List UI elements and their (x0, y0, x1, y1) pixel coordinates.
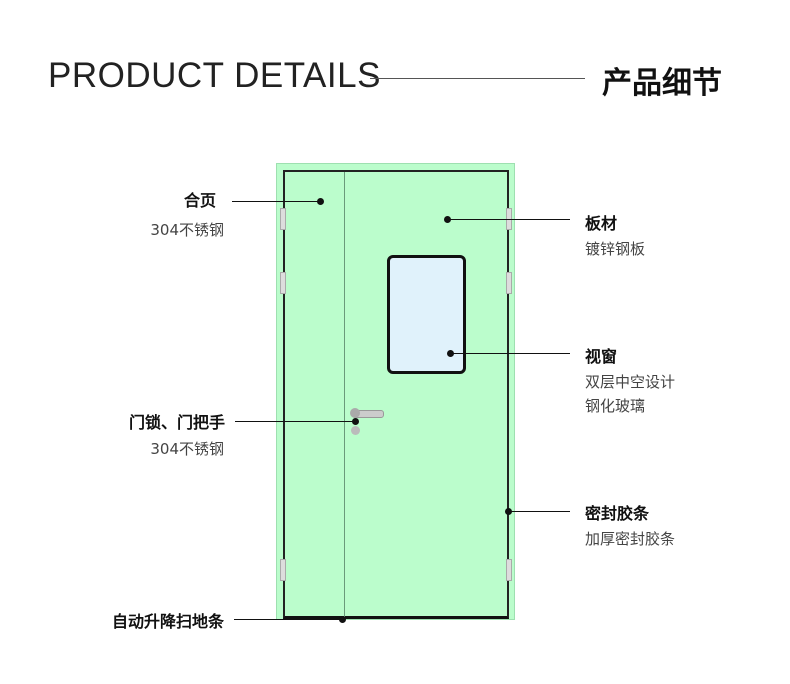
callout-dot (352, 418, 359, 425)
callout-sweep-title: 自动升降扫地条 (111, 612, 224, 631)
callout-seal-title: 密封胶条 (585, 504, 650, 523)
callout-line (450, 353, 570, 354)
handle-rose-icon (350, 408, 360, 418)
keyhole-icon (351, 426, 360, 435)
callout-lock-sub: 304不锈钢 (150, 440, 224, 458)
callout-line (508, 511, 570, 512)
callout-window-title: 视窗 (585, 347, 618, 366)
title-divider (370, 78, 585, 79)
callout-line (447, 219, 570, 220)
callout-dot (447, 350, 454, 357)
hinge-icon (280, 272, 286, 294)
hinge-icon (506, 559, 512, 581)
callout-line (235, 421, 355, 422)
door-illustration (276, 163, 515, 620)
callout-panel-sub: 镀锌钢板 (585, 240, 646, 258)
callout-dot (505, 508, 512, 515)
title-english: PRODUCT DETAILS (48, 56, 381, 95)
callout-window-sub: 双层中空设计 (585, 373, 676, 391)
callout-dot (444, 216, 451, 223)
callout-line (232, 201, 320, 202)
title-chinese: 产品细节 (602, 66, 722, 101)
callout-hinge-sub: 304不锈钢 (150, 221, 224, 239)
door-window (387, 255, 466, 374)
callout-lock-title: 门锁、门把手 (128, 413, 225, 432)
hinge-icon (506, 272, 512, 294)
door-leaf-split (344, 172, 345, 618)
callout-panel-title: 板材 (585, 214, 618, 233)
hinge-icon (280, 559, 286, 581)
door-frame (283, 170, 509, 619)
callout-dot (339, 616, 346, 623)
callout-seal-sub: 加厚密封胶条 (585, 530, 676, 548)
callout-dot (317, 198, 324, 205)
callout-window-sub: 钢化玻璃 (585, 397, 646, 415)
callout-line (234, 619, 342, 620)
callout-hinge-title: 合页 (183, 191, 216, 210)
hinge-icon (280, 208, 286, 230)
